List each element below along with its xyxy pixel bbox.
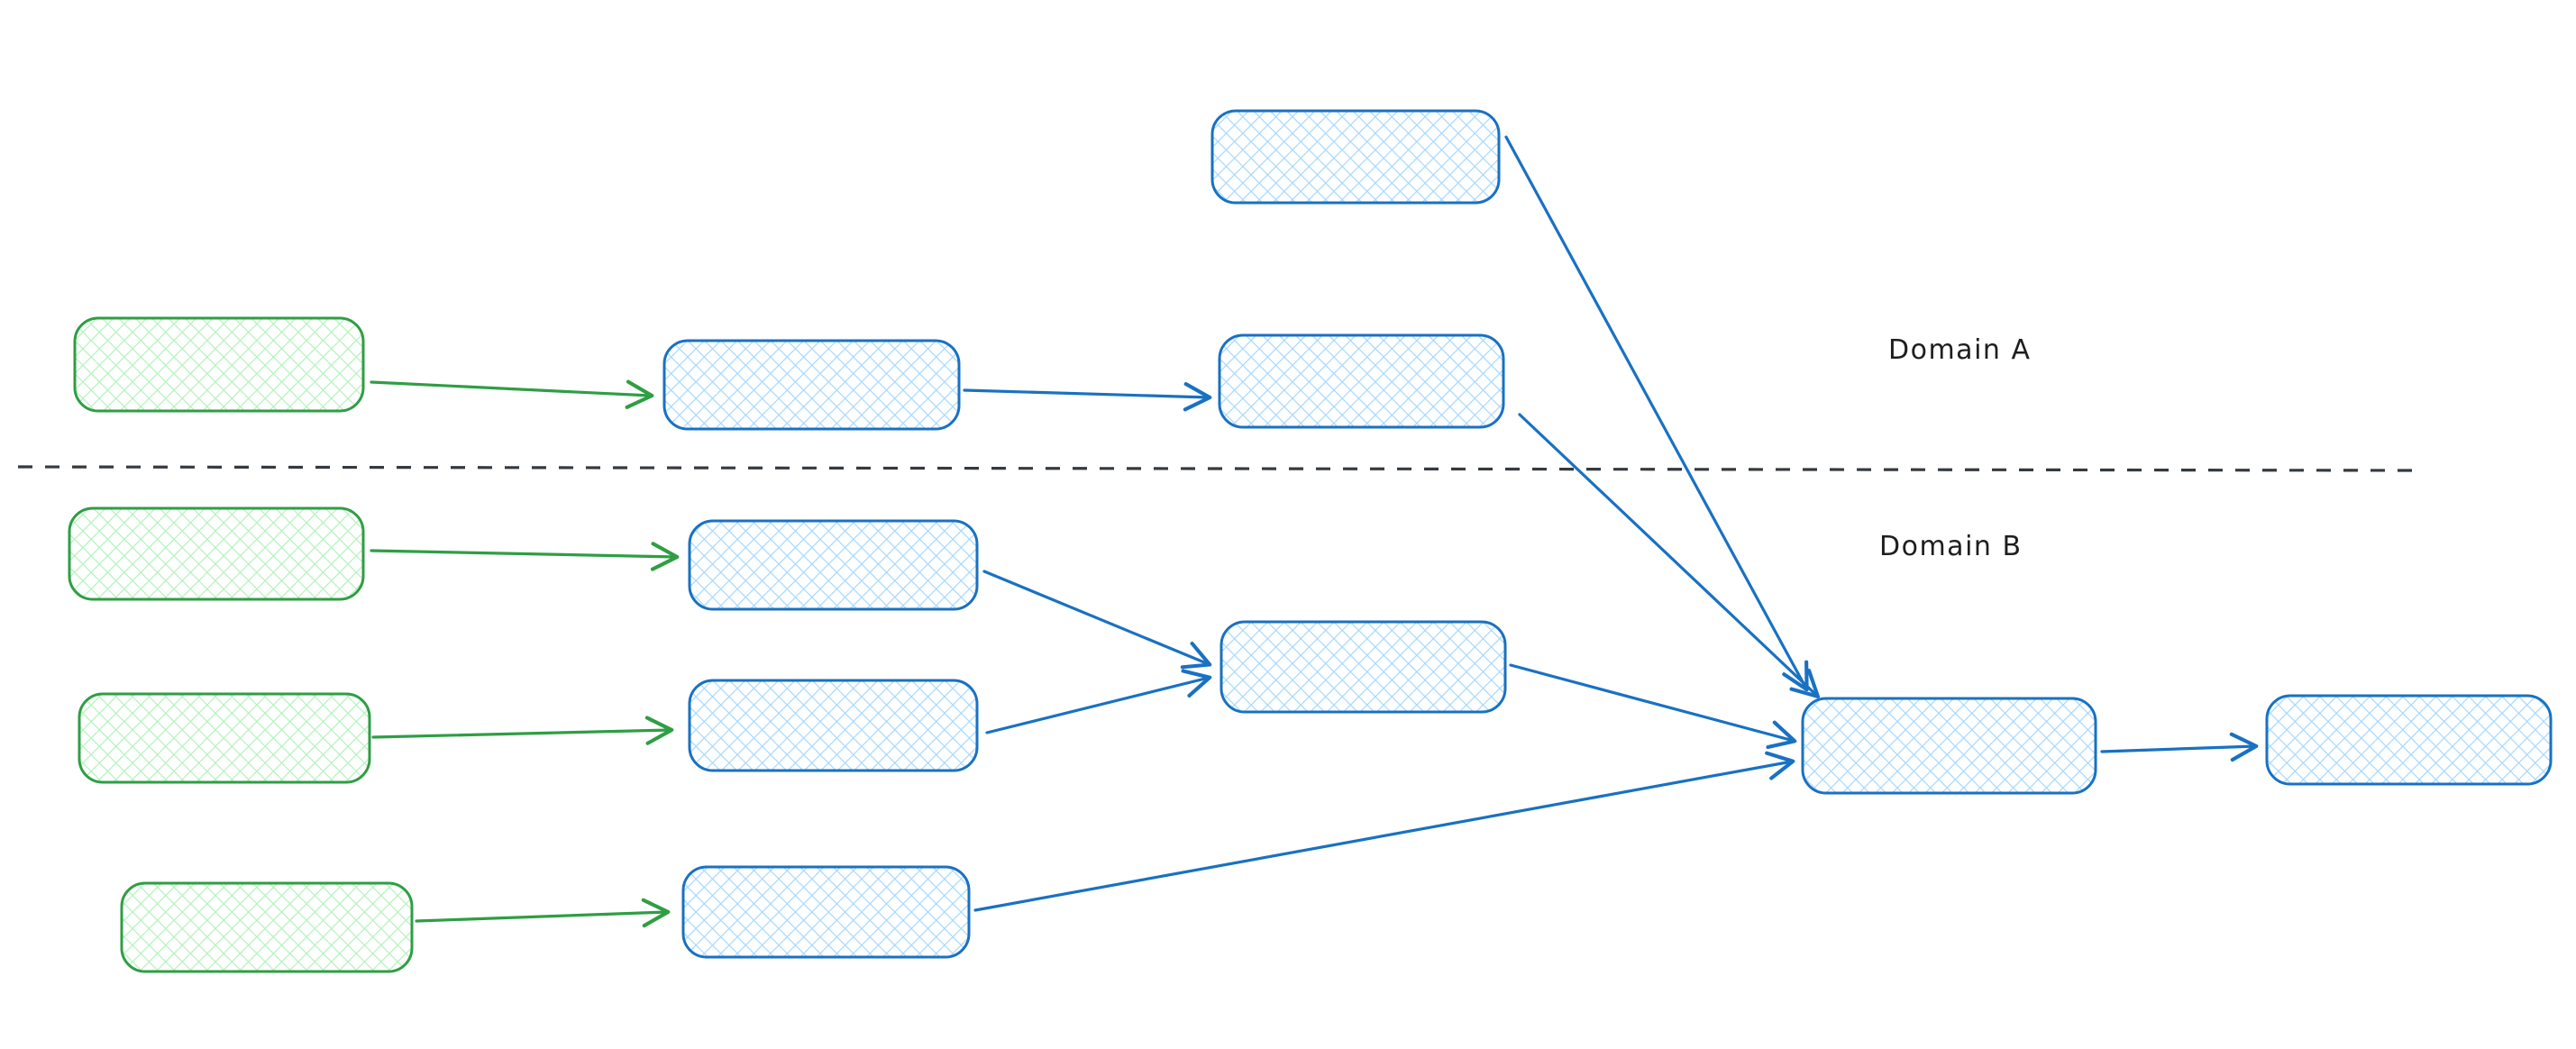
edge-merge-to-converge	[1509, 663, 1797, 750]
blue-box-converge	[1801, 697, 2097, 795]
green-box-domain-b-1	[68, 506, 365, 601]
edge-green-b1-to-blue-b1	[370, 542, 680, 571]
edge-green-a-to-blue-a	[370, 379, 654, 409]
edge-blue-b3-to-converge	[973, 751, 1795, 912]
edge-blue-b2-to-merge	[985, 669, 1212, 734]
blue-box-b-3	[681, 865, 971, 959]
edge-green-b2-to-blue-b2	[371, 716, 674, 745]
blue-box-a-middle	[662, 339, 961, 431]
blue-box-b-2	[688, 679, 979, 772]
edge-converge-to-final	[2100, 732, 2259, 762]
domain-b-label: Domain B	[1879, 531, 2023, 562]
blue-box-top	[1210, 109, 1501, 205]
edge-blue-a-middle-to-right	[963, 382, 1212, 412]
edge-green-b3-to-blue-b3	[415, 898, 671, 928]
blue-box-a-right	[1218, 333, 1505, 429]
edge-blue-top-to-converge	[1504, 135, 1809, 692]
domain-a-label: Domain A	[1888, 334, 2032, 366]
green-box-domain-b-3	[120, 881, 414, 973]
green-box-domain-b-2	[78, 692, 371, 784]
blue-box-final	[2265, 694, 2553, 786]
green-box-domain-a	[73, 316, 365, 413]
blue-box-b-merge	[1219, 620, 1507, 714]
blue-box-b-1	[688, 519, 979, 611]
edge-blue-a-right-to-converge	[1518, 413, 1820, 698]
edge-blue-b1-to-merge	[982, 570, 1212, 670]
domain-divider-dashed-line	[17, 465, 2415, 472]
